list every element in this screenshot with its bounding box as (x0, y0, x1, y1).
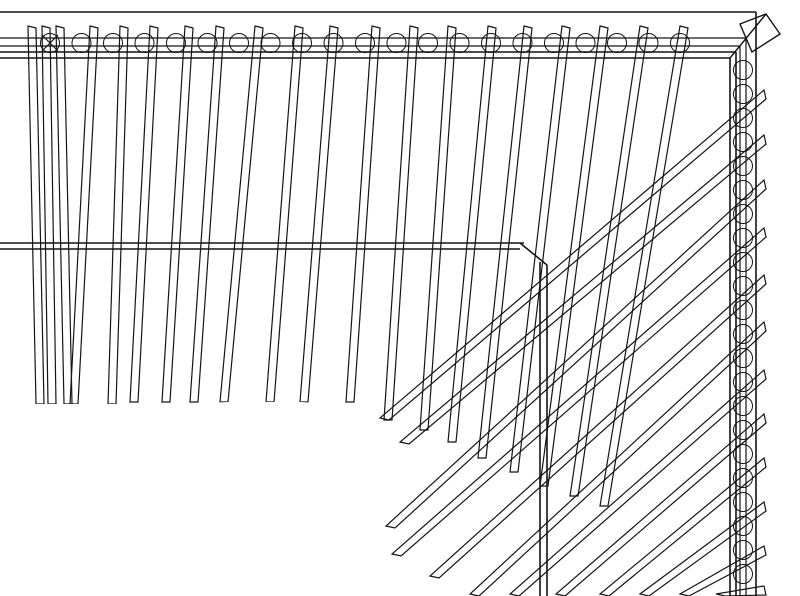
right-beam-circle (733, 516, 753, 536)
top-rafter-strip (477, 25, 533, 459)
top-beam-circle (197, 33, 218, 53)
top-beam-circle (418, 33, 438, 53)
top-rafter-strip (299, 25, 339, 403)
right-beam-circle (733, 396, 753, 416)
top-beam-circle (229, 33, 249, 53)
right-rafter-strip (508, 368, 767, 596)
right-rafter-strip (378, 88, 767, 421)
right-rafter-strip (554, 412, 767, 596)
right-beam-circle (733, 420, 753, 440)
right-rafter-strip (678, 545, 767, 596)
top-beam-circle (355, 33, 375, 53)
right-beam-circle (733, 300, 753, 320)
right-beam-circle (733, 348, 753, 368)
top-rafter-strip (599, 25, 689, 507)
right-rafter-strip (398, 133, 767, 445)
top-beam-circle (512, 33, 533, 53)
top-rafter-strip (419, 25, 457, 431)
top-beam-circle (544, 33, 564, 53)
corner-cap-diamond (739, 13, 781, 54)
top-beam-circle (670, 33, 690, 53)
top-rafter-strip (189, 25, 225, 403)
right-beam-circle (733, 372, 753, 392)
top-beam-circle (323, 33, 344, 53)
top-rafter-strip (345, 25, 381, 403)
right-rafter-strip (428, 273, 767, 579)
right-rafter-strip (468, 320, 767, 596)
right-beam-circle (733, 84, 753, 104)
top-rafter-strip (383, 25, 419, 421)
top-beam-circle (575, 33, 596, 53)
right-beam-circle (733, 156, 753, 176)
top-rafter-strip (569, 25, 649, 497)
corner-cap-diagonal (729, 13, 767, 59)
corner-cap (729, 13, 781, 59)
top-rafter-strip (539, 25, 609, 487)
right-beam (739, 38, 747, 596)
top-rafter-strip (219, 25, 264, 403)
top-rafter-strip (161, 25, 194, 403)
top-rafter-strip (447, 25, 497, 443)
top-beam-circle (71, 33, 92, 53)
right-beam-circle (733, 564, 753, 584)
top-beam-circle (386, 33, 407, 53)
right-rafter-strip (598, 456, 767, 596)
right-beam-circle (733, 132, 753, 152)
right-beam-circle (733, 540, 753, 560)
right-beam-circle (733, 252, 753, 272)
top-beam-circle (166, 33, 186, 53)
top-rafter-strip (129, 25, 159, 403)
top-beam-circle (134, 33, 155, 53)
blank-area (0, 402, 380, 596)
right-beam-circle (733, 324, 753, 344)
right-beam-circle (733, 444, 753, 464)
right-beam-circle (733, 60, 753, 80)
right-beam-circle (733, 204, 753, 224)
right-rafter-strip (638, 500, 767, 596)
top-beam-circle (638, 33, 659, 53)
right-beam-circle (733, 492, 753, 512)
top-beam-circle (103, 33, 123, 53)
start-marker (41, 34, 59, 52)
right-rafter-strip (384, 178, 767, 529)
top-rafter-strip (509, 25, 571, 473)
top-beam-circle (607, 33, 627, 53)
top-circle-row (40, 33, 690, 53)
start-marker-stroke-b (41, 34, 59, 52)
right-rafter-strip (390, 226, 767, 557)
right-rafter-strip (715, 585, 767, 596)
top-rafter-group (27, 25, 689, 507)
top-beam-circle (449, 33, 470, 53)
right-rafter-group (378, 88, 767, 596)
top-beam-circle (481, 33, 501, 53)
